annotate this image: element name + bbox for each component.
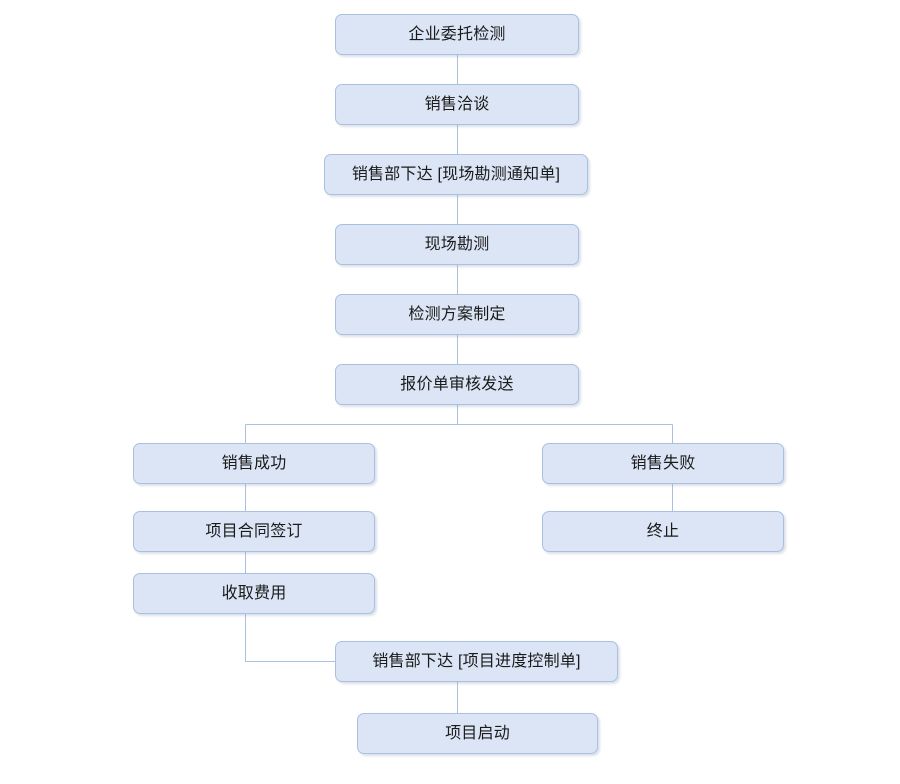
node-collect-fees[interactable]: 收取费用 <box>133 573 375 614</box>
node-label: 终止 <box>646 522 680 540</box>
node-label: 企业委托检测 <box>408 25 506 43</box>
node-label: 销售失败 <box>630 454 696 472</box>
node-sales-failure[interactable]: 销售失败 <box>542 443 784 484</box>
node-test-plan-formulation[interactable]: 检测方案制定 <box>335 294 579 335</box>
node-label: 报价单审核发送 <box>400 375 514 393</box>
node-enterprise-commission-test[interactable]: 企业委托检测 <box>335 14 579 55</box>
node-label: 销售成功 <box>221 454 287 472</box>
connector-n11-n12 <box>245 614 335 662</box>
node-sales-negotiation[interactable]: 销售洽谈 <box>335 84 579 125</box>
node-label: 销售洽谈 <box>424 95 490 113</box>
node-label: 收取费用 <box>221 584 287 602</box>
node-label: 现场勘测 <box>424 235 490 253</box>
node-label: 项目启动 <box>445 724 510 742</box>
node-label: 销售部下达 [现场勘测通知单] <box>351 165 561 183</box>
node-project-contract-signing[interactable]: 项目合同签订 <box>133 511 375 552</box>
node-label: 检测方案制定 <box>408 305 506 323</box>
node-site-survey[interactable]: 现场勘测 <box>335 224 579 265</box>
node-label: 销售部下达 [项目进度控制单] <box>372 652 581 670</box>
node-quotation-review-and-send[interactable]: 报价单审核发送 <box>335 364 579 405</box>
node-label: 项目合同签订 <box>205 522 303 540</box>
node-sales-dept-issue-site-survey-notice[interactable]: 销售部下达 [现场勘测通知单] <box>324 154 588 195</box>
node-sales-success[interactable]: 销售成功 <box>133 443 375 484</box>
node-sales-dept-issue-project-progress-control[interactable]: 销售部下达 [项目进度控制单] <box>335 641 618 682</box>
node-project-kickoff[interactable]: 项目启动 <box>357 713 598 754</box>
node-terminate[interactable]: 终止 <box>542 511 784 552</box>
